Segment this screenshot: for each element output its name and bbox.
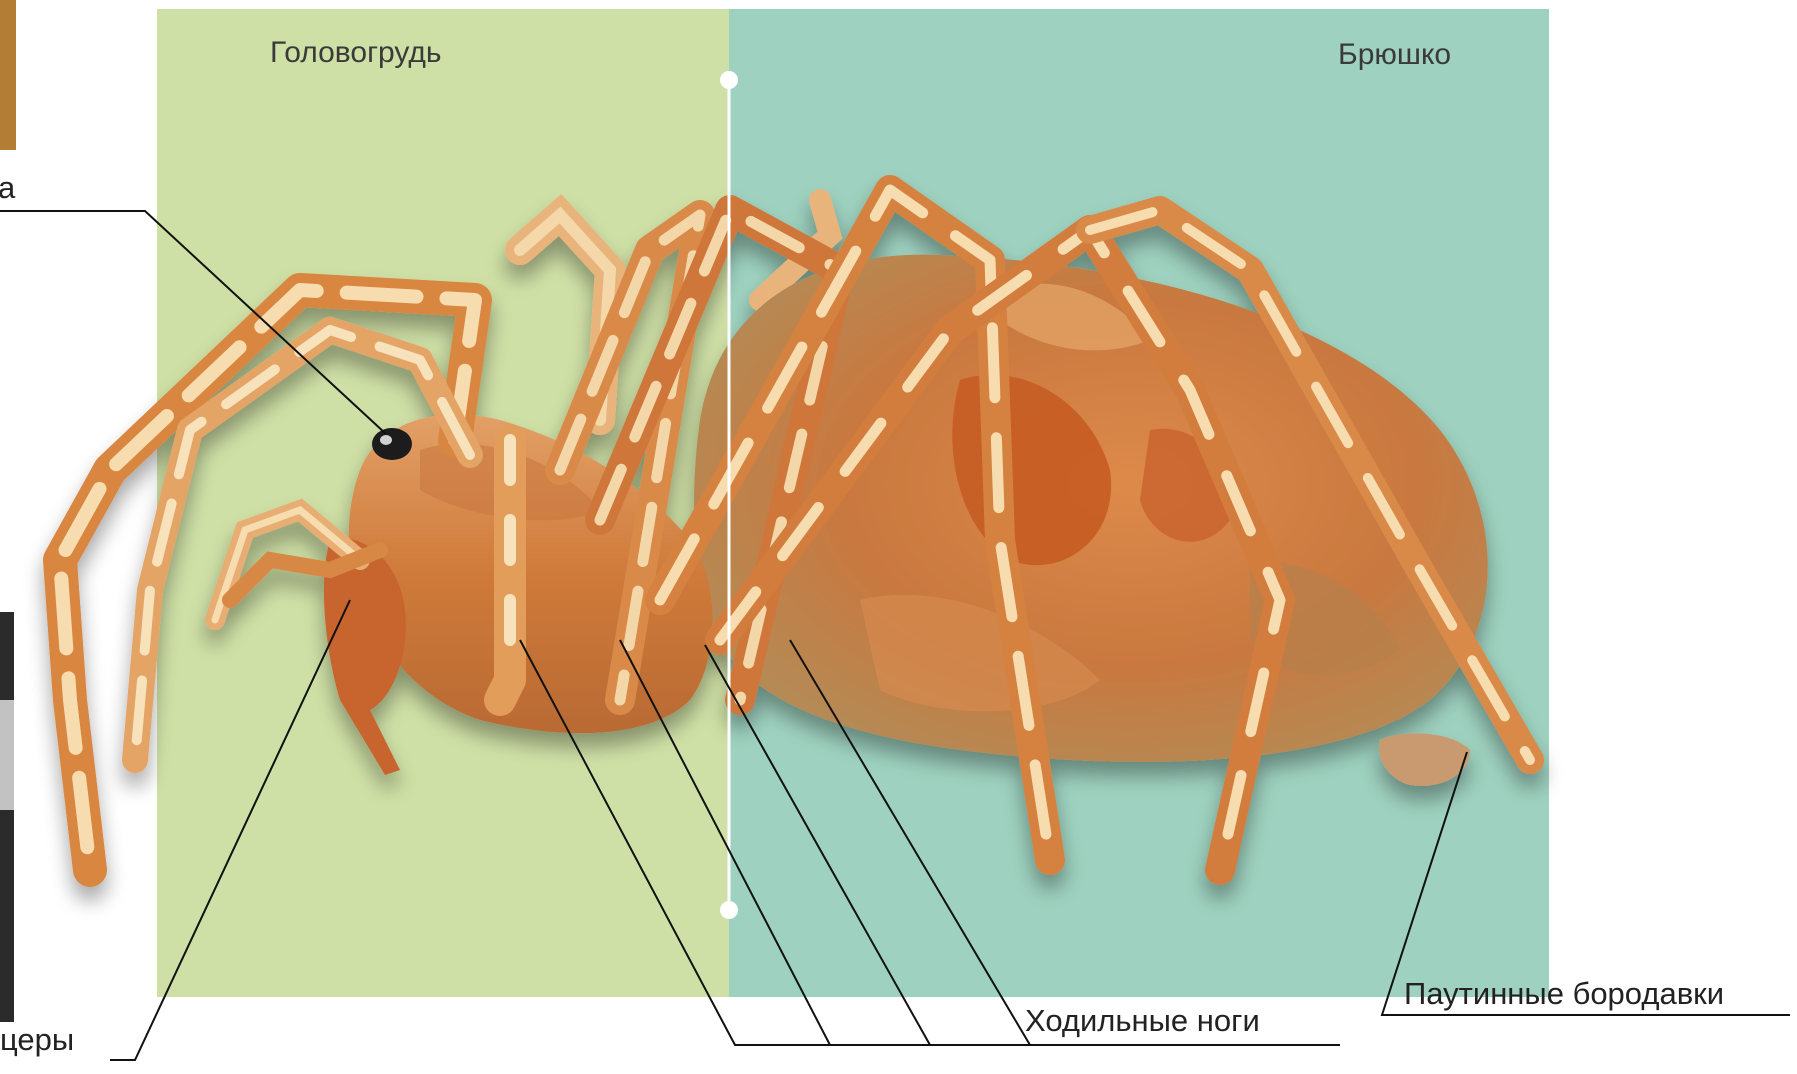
- spinnerets-label: Паутинные бородавки: [1404, 978, 1724, 1009]
- photo-fragment-bottom: [0, 612, 14, 1022]
- chelicerae-label-fragment: церы: [0, 1024, 74, 1055]
- eye-icon: [372, 428, 412, 460]
- abdomen-label: Брюшко: [1338, 40, 1451, 70]
- walking-legs-label: Ходильные ноги: [1025, 1005, 1260, 1036]
- eyes-label-fragment: а: [0, 172, 15, 203]
- cephalothorax-label: Головогрудь: [270, 38, 442, 68]
- left-photo-fragments: [0, 0, 16, 1022]
